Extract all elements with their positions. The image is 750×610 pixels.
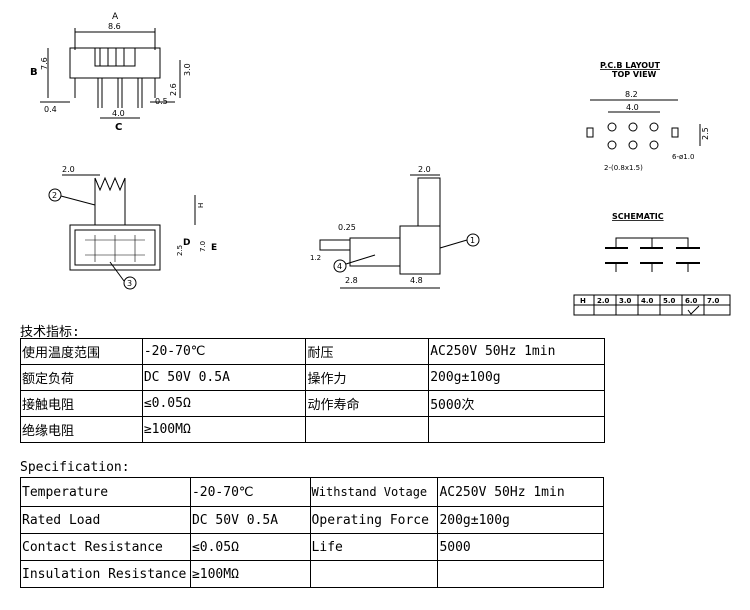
dim-h2-value: 2.6 — [169, 83, 178, 96]
en-cell — [437, 560, 604, 588]
cn-cell: 使用温度范围 — [20, 338, 143, 365]
en-cell: Life — [309, 533, 439, 561]
table-row: Insulation Resistance ≥100MΩ — [20, 560, 604, 588]
en-cell: ≤0.05Ω — [189, 533, 311, 561]
side-b1: 2.8 — [345, 276, 358, 285]
en-cell: Temperature — [20, 477, 191, 507]
cn-cell: 额定负荷 — [20, 364, 143, 391]
dim-h1-value: 3.0 — [183, 63, 192, 76]
side-top-width: 2.0 — [418, 165, 431, 174]
pcb-height: 2.5 — [701, 127, 710, 140]
dim-B-value: 7.6 — [40, 57, 49, 70]
side-b2: 4.8 — [410, 276, 423, 285]
cn-cell: 耐压 — [305, 338, 430, 365]
en-cell: DC 50V 0.5A — [189, 506, 311, 534]
dim-right-value: 0.5 — [155, 97, 168, 106]
top-e-value: 7.0 — [199, 241, 207, 252]
dim-A-label: A — [112, 12, 119, 22]
table-row: 使用温度范围 -20-70℃ 耐压 AC250V 50Hz 1min — [20, 338, 605, 365]
h-value-2: 3.0 — [619, 297, 632, 305]
en-cell: Withstand Votage — [309, 477, 439, 507]
top-view: 2.0 2 3 H D E 2.5 7.0 — [48, 165, 217, 290]
en-cell: AC250V 50Hz 1min — [437, 477, 604, 507]
h-table: H 2.0 3.0 4.0 5.0 6.0 7.0 — [573, 294, 731, 316]
cn-cell: -20-70℃ — [141, 338, 307, 365]
cn-caption: 技术指标: — [20, 325, 80, 340]
top-d-value: 2.5 — [176, 245, 184, 256]
dim-C-value: 4.0 — [112, 109, 125, 118]
en-cell: Insulation Resistance — [20, 560, 191, 588]
h-value-4: 5.0 — [663, 297, 676, 305]
cn-cell: 绝缘电阻 — [20, 416, 143, 443]
top-width: 2.0 — [62, 165, 75, 174]
cn-cell: 5000次 — [428, 390, 605, 417]
pcb-hole-note: 6-ø1.0 — [672, 153, 694, 161]
dim-C-label: C — [115, 122, 122, 133]
cn-cell: ≥100MΩ — [141, 416, 307, 443]
en-cell: Operating Force — [309, 506, 439, 534]
h-value-3: 4.0 — [641, 297, 654, 305]
pcb-width2: 4.0 — [626, 103, 639, 112]
dim-left-value: 0.4 — [44, 105, 57, 114]
callout-2: 2 — [52, 191, 57, 200]
front-view: A 8.6 B 7.6 3.0 2.6 0.4 0.5 4.0 C — [30, 12, 192, 133]
cn-cell: AC250V 50Hz 1min — [428, 338, 605, 365]
cn-cell: 200g±100g — [428, 364, 605, 391]
side-view: 2.0 0.25 1.2 2.8 4.8 1 4 — [310, 165, 480, 289]
en-cell — [309, 560, 439, 588]
top-grid — [85, 235, 145, 262]
en-cell: Contact Resistance — [20, 533, 191, 561]
en-caption: Specification: — [20, 460, 130, 475]
h-value-6: 7.0 — [707, 297, 720, 305]
table-row: Temperature -20-70℃ Withstand Votage AC2… — [20, 477, 604, 507]
top-D: D — [183, 238, 190, 248]
h-value-1: 2.0 — [597, 297, 610, 305]
cn-cell: 接触电阻 — [20, 390, 143, 417]
en-cell: 200g±100g — [437, 506, 604, 534]
table-row: 绝缘电阻 ≥100MΩ — [20, 416, 605, 443]
pcb-subtitle: TOP VIEW — [612, 70, 657, 79]
pcb-pad-note: 2-(0.8x1.5) — [604, 164, 643, 172]
en-cell: 5000 — [437, 533, 604, 561]
cn-spec-table: 使用温度范围 -20-70℃ 耐压 AC250V 50Hz 1min 额定负荷 … — [20, 338, 605, 443]
en-cell: -20-70℃ — [189, 477, 311, 507]
table-row: Rated Load DC 50V 0.5A Operating Force 2… — [20, 506, 604, 534]
callout-4: 4 — [337, 262, 342, 271]
top-E: E — [211, 243, 217, 253]
side-s: 1.2 — [310, 254, 321, 262]
table-row: 额定负荷 DC 50V 0.5A 操作力 200g±100g — [20, 364, 605, 391]
callout-1: 1 — [470, 236, 475, 245]
schematic: SCHEMATIC — [605, 212, 700, 272]
en-cell: Rated Load — [20, 506, 191, 534]
schematic-title: SCHEMATIC — [612, 212, 664, 221]
table-row: Contact Resistance ≤0.05Ω Life 5000 — [20, 533, 604, 561]
callout-3: 3 — [127, 279, 132, 288]
technical-drawing: A 8.6 B 7.6 3.0 2.6 0.4 0.5 4.0 C P.C.B … — [30, 12, 731, 316]
pcb-layout: P.C.B LAYOUT TOP VIEW 8.2 4.0 2.5 2-(0.8… — [586, 61, 710, 172]
pcb-width1: 8.2 — [625, 90, 638, 99]
cn-cell: ≤0.05Ω — [141, 390, 307, 417]
dim-A-value: 8.6 — [108, 22, 121, 31]
table-row: 接触电阻 ≤0.05Ω 动作寿命 5000次 — [20, 390, 605, 417]
h-value-5: 6.0 — [685, 297, 698, 305]
check-icon — [687, 305, 700, 315]
cn-cell — [305, 416, 430, 443]
dim-B-label: B — [30, 67, 38, 78]
en-cell: ≥100MΩ — [189, 560, 311, 588]
cn-cell: 动作寿命 — [305, 390, 430, 417]
top-H: H — [197, 203, 205, 208]
en-spec-table: Temperature -20-70℃ Withstand Votage AC2… — [20, 477, 604, 588]
h-table-head: H — [580, 297, 586, 305]
cn-cell: DC 50V 0.5A — [141, 364, 307, 391]
cn-cell: 操作力 — [305, 364, 430, 391]
pcb-title: P.C.B LAYOUT — [600, 61, 661, 70]
cn-cell — [428, 416, 605, 443]
side-p: 0.25 — [338, 223, 356, 232]
